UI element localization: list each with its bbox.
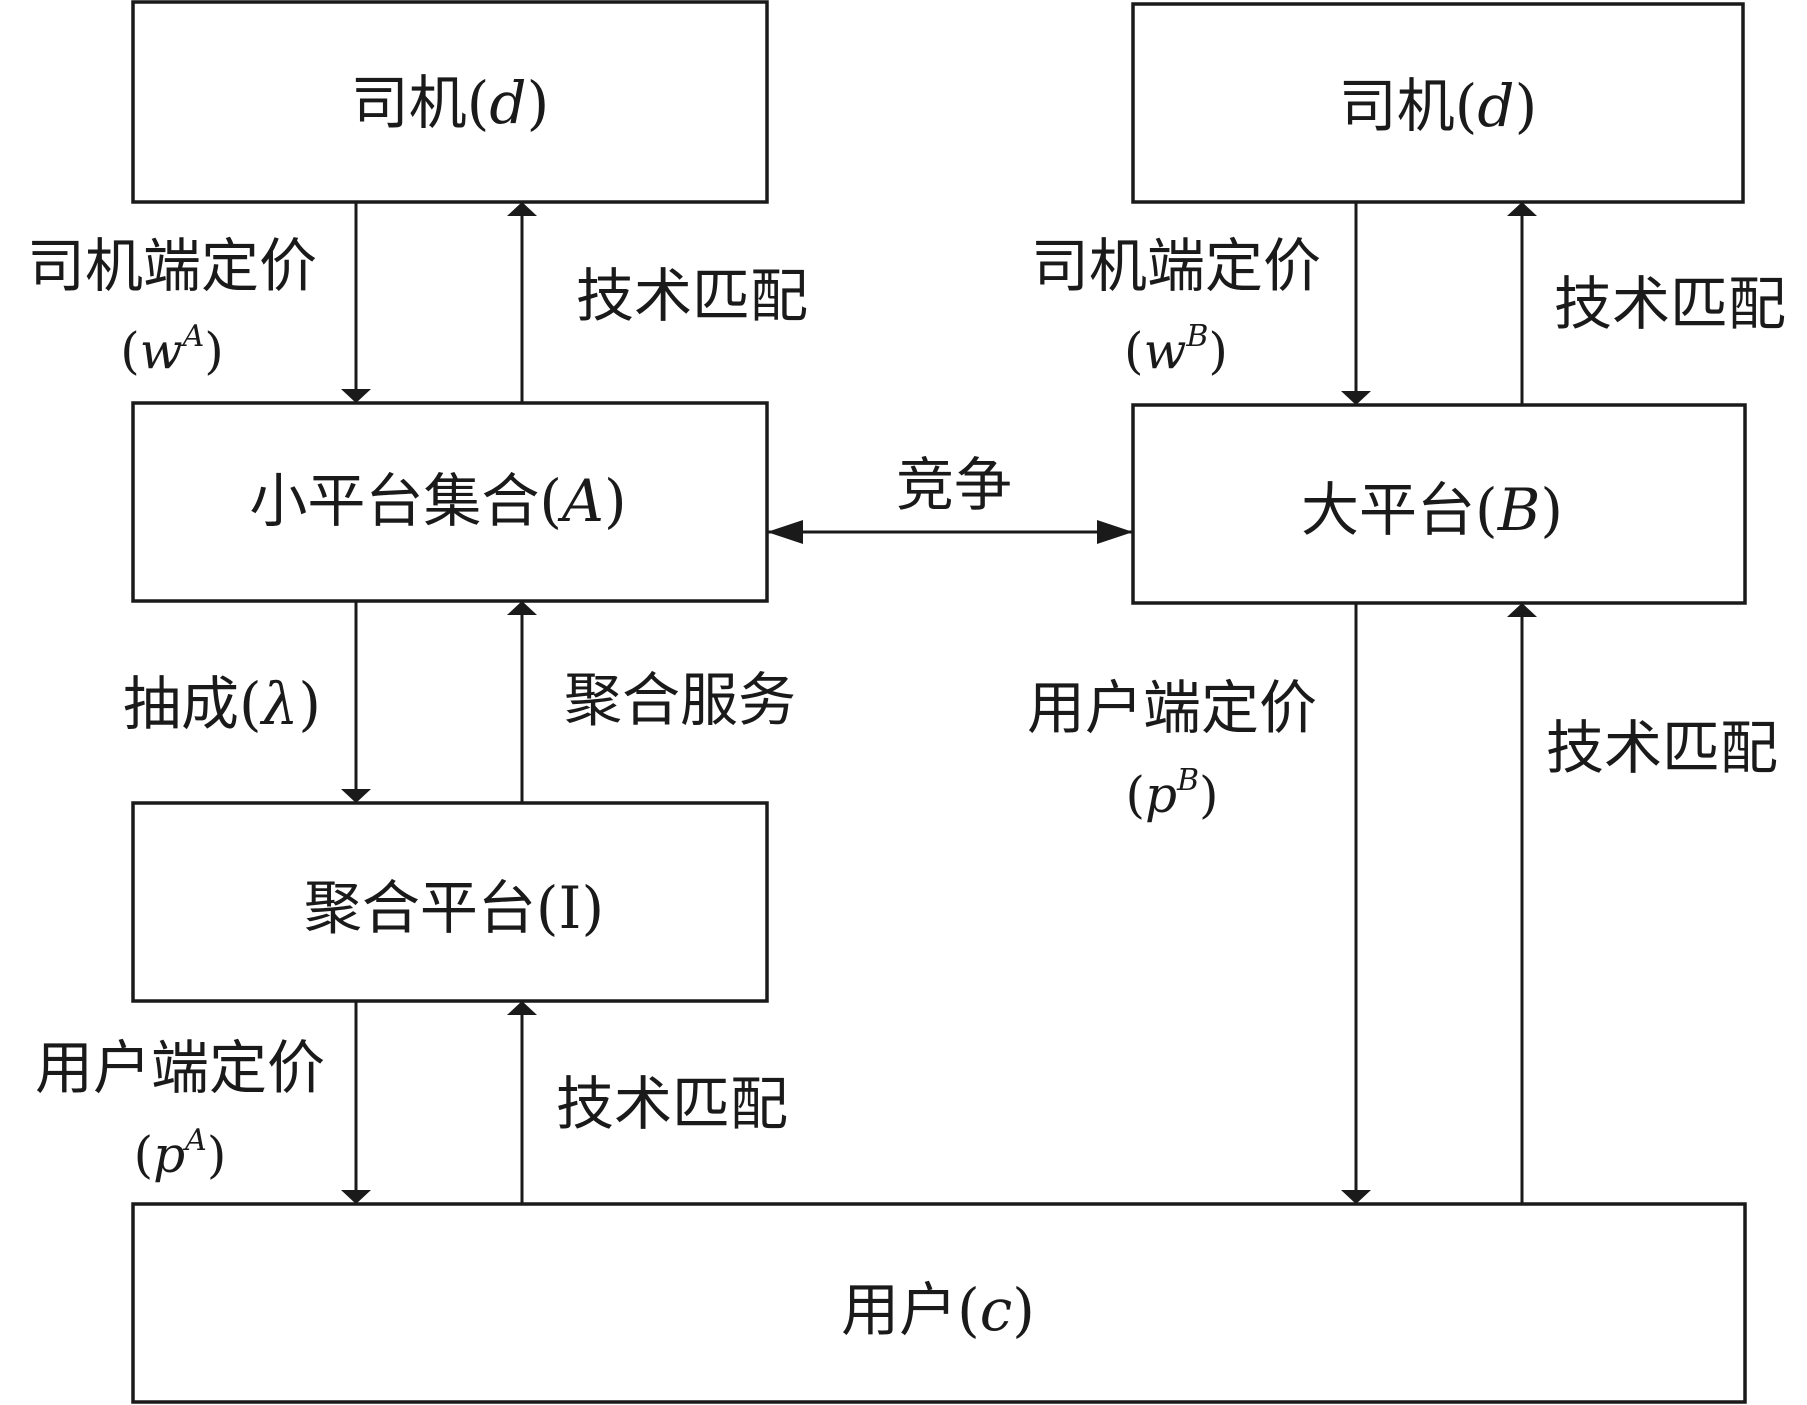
label-user-pricing-A: 用户端定价 (pA) xyxy=(35,1034,325,1184)
node-small-platforms: 小平台集合(A) xyxy=(131,401,769,603)
aggregator-label: 聚合平台(I) xyxy=(304,874,604,942)
driver-right-label: 司机( xyxy=(1339,72,1478,140)
big-platform-label: 大平台( xyxy=(1301,476,1498,544)
user-pricing-A-text: 用户端定价 xyxy=(35,1034,325,1102)
driver-pricing-A-open: ( xyxy=(120,322,140,380)
user-pricing-B-var: p xyxy=(1145,766,1177,824)
svg-text:用户(c): 用户(c) xyxy=(841,1276,1035,1344)
commission-var: λ xyxy=(260,670,299,738)
svg-text:司机(d): 司机(d) xyxy=(351,69,549,137)
driver-pricing-A-close: ) xyxy=(204,322,224,380)
label-tech-match-driver-A: 技术匹配 xyxy=(576,262,808,330)
label-tech-match-driver-B: 技术匹配 xyxy=(1554,270,1786,338)
label-competition: 竞争 xyxy=(896,451,1012,519)
user-pricing-A-sup: A xyxy=(182,1123,207,1158)
small-platforms-var: A xyxy=(557,467,604,535)
node-driver-right: 司机(d) xyxy=(1131,2,1745,204)
label-aggregation-service: 聚合服务 xyxy=(564,666,796,734)
node-users: 用户(c) xyxy=(131,1202,1747,1404)
svg-text:(wB): (wB) xyxy=(1124,319,1228,380)
svg-text:聚合平台(I): 聚合平台(I) xyxy=(304,874,604,942)
label-tech-match-user-B: 技术匹配 xyxy=(1546,714,1778,782)
node-driver-left: 司机(d) xyxy=(131,0,769,204)
svg-text:(pA): (pA) xyxy=(134,1123,227,1184)
user-pricing-B-text: 用户端定价 xyxy=(1027,674,1317,742)
driver-right-var: d xyxy=(1477,72,1514,140)
commission-close: ) xyxy=(298,670,321,738)
user-pricing-B-sup: B xyxy=(1176,763,1199,798)
user-pricing-A-close: ) xyxy=(207,1126,227,1184)
svg-text:大平台(B): 大平台(B) xyxy=(1301,476,1563,544)
driver-pricing-A-sup: A xyxy=(180,319,205,354)
svg-text:小平台集合(A): 小平台集合(A) xyxy=(249,467,626,535)
small-platforms-label: 小平台集合( xyxy=(249,467,562,535)
driver-pricing-B-close: ) xyxy=(1208,322,1228,380)
label-commission: 抽成(λ) xyxy=(123,670,321,738)
driver-right-close: ) xyxy=(1515,72,1538,140)
svg-text:司机(d): 司机(d) xyxy=(1339,72,1537,140)
node-big-platform: 大平台(B) xyxy=(1131,403,1747,605)
user-pricing-B-open: ( xyxy=(1125,766,1145,824)
users-label: 用户( xyxy=(841,1276,980,1344)
users-close: ) xyxy=(1012,1276,1035,1344)
user-pricing-B-close: ) xyxy=(1199,766,1219,824)
driver-pricing-B-sup: B xyxy=(1185,319,1208,354)
driver-pricing-A-var: w xyxy=(140,322,183,380)
user-pricing-A-var: p xyxy=(153,1126,185,1184)
user-pricing-A-open: ( xyxy=(134,1126,154,1184)
driver-pricing-B-var: w xyxy=(1144,322,1187,380)
svg-text:(pB): (pB) xyxy=(1125,763,1218,824)
users-var: c xyxy=(980,1276,1012,1344)
driver-pricing-B-text: 司机端定价 xyxy=(1031,232,1321,300)
svg-text:(wA): (wA) xyxy=(120,319,224,380)
big-platform-close: ) xyxy=(1540,476,1563,544)
big-platform-var: B xyxy=(1497,476,1541,544)
driver-left-label: 司机( xyxy=(351,69,490,137)
node-aggregator: 聚合平台(I) xyxy=(131,801,769,1003)
label-driver-pricing-A: 司机端定价 (wA) xyxy=(27,232,317,380)
label-user-pricing-B: 用户端定价 (pB) xyxy=(1027,674,1317,824)
commission-text: 抽成( xyxy=(123,670,262,738)
label-driver-pricing-B: 司机端定价 (wB) xyxy=(1031,232,1321,380)
small-platforms-close: ) xyxy=(604,467,627,535)
driver-pricing-A-text: 司机端定价 xyxy=(27,232,317,300)
label-tech-match-user-A: 技术匹配 xyxy=(556,1070,788,1138)
driver-left-close: ) xyxy=(527,69,550,137)
driver-left-var: d xyxy=(489,69,526,137)
driver-pricing-B-open: ( xyxy=(1124,322,1144,380)
